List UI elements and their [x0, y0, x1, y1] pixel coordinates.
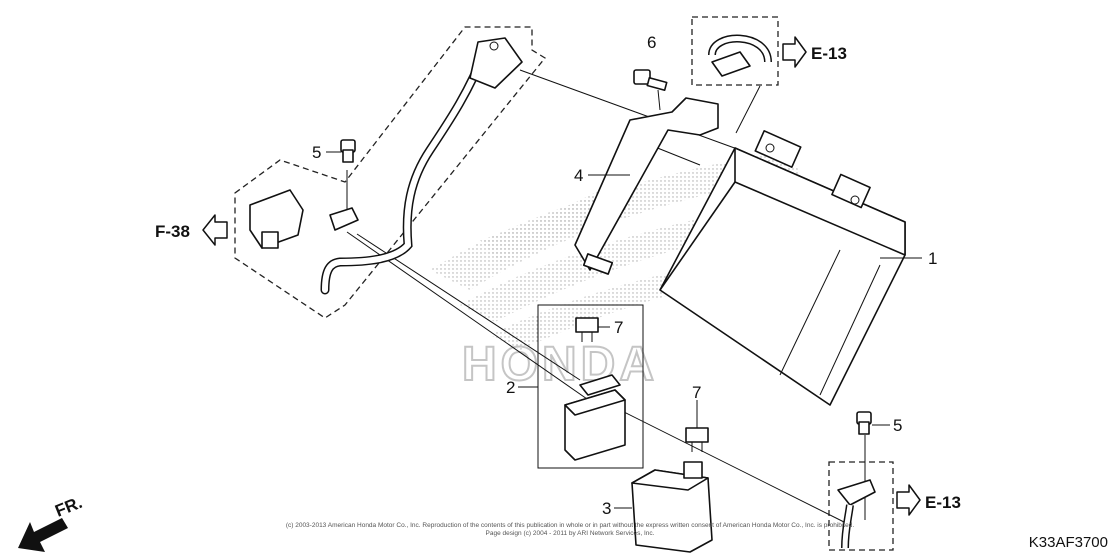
terminal-cover: [249, 189, 304, 249]
part-label-7-upper[interactable]: 7: [614, 318, 623, 337]
e13-bottom-terminal: [837, 479, 876, 549]
part-label-7-lower[interactable]: 7: [692, 383, 701, 402]
watermark-text: HONDA: [462, 338, 658, 391]
part-number-leaders: [326, 151, 922, 509]
battery-cable: [320, 37, 523, 295]
ref-e13-top[interactable]: E-13: [811, 44, 847, 63]
fuse-7-lower: [685, 427, 709, 452]
f38-arrow-icon: [202, 214, 228, 246]
e13-bottom-arrow-icon: [896, 484, 921, 516]
relay-case: [631, 461, 713, 553]
part-label-4[interactable]: 4: [574, 166, 583, 185]
part-label-5-upper[interactable]: 5: [312, 143, 321, 162]
front-arrow-icon: [18, 518, 68, 552]
e13-bottom-group-outline: [828, 461, 894, 551]
copyright-line-1: (c) 2003-2013 American Honda Motor Co., …: [286, 522, 855, 529]
bolt-5-upper: [340, 139, 356, 163]
part-label-2[interactable]: 2: [506, 378, 515, 397]
bolt: [633, 69, 668, 91]
part-label-6[interactable]: 6: [647, 33, 656, 52]
ref-f38[interactable]: F-38: [155, 222, 190, 241]
e13-top-component: [708, 34, 772, 77]
harness-group-outline: [234, 26, 546, 319]
battery: [659, 130, 906, 406]
diagram-code: K33AF3700: [1029, 534, 1108, 551]
copyright-line-2: Page design (c) 2004 - 2011 by ARI Netwo…: [486, 530, 655, 537]
ref-e13-bottom[interactable]: E-13: [925, 493, 961, 512]
e13-top-arrow-icon: [782, 36, 807, 68]
relay-group-outline: [537, 304, 644, 469]
battery-band: [574, 97, 719, 275]
e13-top-group-outline: [691, 16, 779, 86]
part-label-5-lower[interactable]: 5: [893, 416, 902, 435]
front-label: FR.: [52, 493, 85, 521]
part-label-3[interactable]: 3: [602, 499, 611, 518]
part-label-1[interactable]: 1: [928, 249, 937, 268]
bolt-5-lower: [856, 411, 872, 435]
starter-relay: [564, 374, 626, 461]
fuse-7-upper: [575, 317, 599, 342]
